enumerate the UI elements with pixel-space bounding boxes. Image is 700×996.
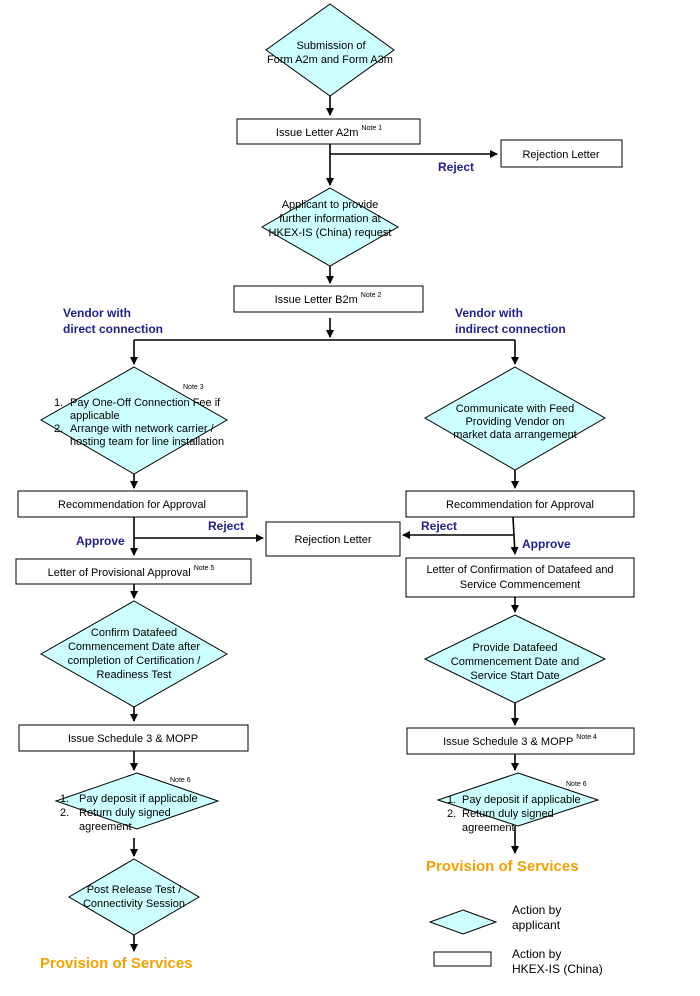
communicate-line-1: Communicate with Feed bbox=[456, 403, 575, 415]
legend-hkex-line-2: HKEX-IS (China) bbox=[512, 962, 603, 976]
deposit-left-item-2-num: 2. bbox=[60, 807, 69, 819]
legend-box-swatch bbox=[433, 951, 492, 967]
connectors bbox=[130, 96, 519, 952]
schedule-left-label: Issue Schedule 3 & MOPP bbox=[68, 733, 198, 745]
schedule-right-label: Issue Schedule 3 & MOPP bbox=[443, 736, 573, 748]
reject-right-label: Reject bbox=[421, 519, 457, 533]
confirmation-line-1: Letter of Confirmation of Datafeed and bbox=[426, 564, 613, 576]
communicate-diamond: Communicate with Feed Providing Vendor o… bbox=[423, 366, 607, 471]
direct-item-2-text: Arrange with network carrier / bbox=[70, 423, 215, 435]
deposit-left-item-2-text: Return duly signed bbox=[79, 807, 171, 819]
deposit-right-item-1-num: 1. bbox=[447, 794, 456, 806]
approve-left-label: Approve bbox=[76, 534, 125, 548]
recommendation-left-label: Recommendation for Approval bbox=[58, 499, 206, 511]
reject-left-label: Reject bbox=[208, 519, 244, 533]
deposit-left-diamond: Note 6 1. Pay deposit if applicable 2. R… bbox=[54, 772, 220, 833]
submission-line-2: Form A2m and Form A3m bbox=[267, 54, 393, 66]
note-1-ref: Note 1 bbox=[361, 125, 382, 132]
further-info-diamond: Applicant to provide further information… bbox=[260, 187, 400, 267]
vendor-indirect-line-1: Vendor with bbox=[455, 306, 523, 320]
provide-datafeed-line-3: Service Start Date bbox=[470, 670, 559, 682]
confirm-datafeed-line-1: Confirm Datafeed bbox=[91, 627, 177, 639]
legend-applicant-line-1: Action by bbox=[512, 903, 561, 917]
communicate-line-3: market data arrangement bbox=[453, 429, 577, 441]
direct-item-2-num: 2. bbox=[54, 423, 63, 435]
deposit-left-item-2-cont: agreement bbox=[79, 821, 132, 833]
provide-datafeed-line-2: Commencement Date and bbox=[451, 656, 579, 668]
rejection-letter-mid-box: Rejection Letter bbox=[265, 521, 401, 557]
deposit-left-item-1-num: 1. bbox=[60, 793, 69, 805]
direct-item-1-cont: applicable bbox=[70, 410, 120, 422]
submission-diamond: Submission of Form A2m and Form A3m bbox=[265, 3, 395, 97]
submission-line-1: Submission of bbox=[296, 40, 366, 52]
legend-hkex-line-1: Action by bbox=[512, 947, 561, 961]
confirmation-letter-box: Letter of Confirmation of Datafeed and S… bbox=[405, 557, 635, 598]
rejection-mid-label: Rejection Letter bbox=[294, 534, 371, 546]
further-info-line-1: Applicant to provide bbox=[282, 199, 379, 211]
legend: Action by applicant Action by HKEX-IS (C… bbox=[428, 903, 603, 976]
recommendation-right-label: Recommendation for Approval bbox=[446, 499, 594, 511]
note-4-ref: Note 4 bbox=[576, 734, 597, 741]
vendor-direct-line-2: direct connection bbox=[63, 322, 163, 336]
confirm-datafeed-line-4: Readiness Test bbox=[96, 669, 171, 681]
further-info-line-3: HKEX-IS (China) request bbox=[269, 227, 392, 239]
recommendation-right-box: Recommendation for Approval bbox=[405, 490, 635, 518]
direct-item-2-cont: hosting team for line installation bbox=[70, 436, 224, 448]
legend-diamond-swatch bbox=[428, 909, 498, 935]
note-2-ref: Note 2 bbox=[361, 292, 382, 299]
reject-top-label: Reject bbox=[438, 160, 474, 174]
note-3-ref: Note 3 bbox=[183, 384, 204, 391]
vendor-direct-line-1: Vendor with bbox=[63, 306, 131, 320]
schedule-left-box: Issue Schedule 3 & MOPP bbox=[18, 724, 249, 752]
post-release-line-1: Post Release Test / bbox=[87, 884, 183, 896]
confirm-datafeed-diamond: Confirm Datafeed Commencement Date after… bbox=[39, 600, 229, 708]
legend-applicant: Action by applicant bbox=[428, 903, 561, 935]
further-info-line-2: further information at bbox=[279, 213, 381, 225]
post-release-diamond: Post Release Test / Connectivity Session bbox=[68, 858, 200, 936]
note-6-right-ref: Note 6 bbox=[566, 781, 587, 788]
communicate-line-2: Providing Vendor on bbox=[465, 416, 564, 428]
rejection-top-label: Rejection Letter bbox=[522, 149, 599, 161]
deposit-left-item-1-text: Pay deposit if applicable bbox=[79, 793, 198, 805]
approve-right-label: Approve bbox=[522, 537, 571, 551]
deposit-right-item-2-text: Return duly signed bbox=[462, 808, 554, 820]
post-release-line-2: Connectivity Session bbox=[83, 898, 185, 910]
rejection-letter-top-box: Rejection Letter bbox=[500, 139, 623, 168]
arrow-recommend-to-confirmation bbox=[510, 516, 519, 555]
letter-b2m-label: Issue Letter B2m bbox=[275, 294, 358, 306]
legend-applicant-line-2: applicant bbox=[512, 918, 561, 932]
vendor-indirect-line-2: indirect connection bbox=[455, 322, 566, 336]
provisional-label: Letter of Provisional Approval bbox=[48, 567, 191, 579]
letter-a2m-label: Issue Letter A2m bbox=[276, 127, 359, 139]
provide-datafeed-diamond: Provide Datafeed Commencement Date and S… bbox=[423, 614, 607, 704]
deposit-right-diamond: Note 6 1. Pay deposit if applicable 2. R… bbox=[436, 772, 600, 834]
deposit-right-item-1-text: Pay deposit if applicable bbox=[462, 794, 581, 806]
note-5-ref: Note 5 bbox=[194, 565, 215, 572]
provision-left-label: Provision of Services bbox=[40, 955, 193, 972]
legend-hkex: Action by HKEX-IS (China) bbox=[433, 947, 603, 976]
deposit-right-item-2-cont: agreement bbox=[462, 822, 515, 834]
provision-right-label: Provision of Services bbox=[426, 858, 579, 875]
direct-item-1-num: 1. bbox=[54, 397, 63, 409]
deposit-right-item-2-num: 2. bbox=[447, 808, 456, 820]
confirmation-line-2: Service Commencement bbox=[460, 579, 580, 591]
direct-payment-diamond: Note 3 1. Pay One-Off Connection Fee if … bbox=[39, 366, 229, 475]
confirm-datafeed-line-3: completion of Certification / bbox=[68, 655, 202, 667]
note-6-left-ref: Note 6 bbox=[170, 777, 191, 784]
recommendation-left-box: Recommendation for Approval bbox=[17, 490, 248, 518]
confirm-datafeed-line-2: Commencement Date after bbox=[68, 641, 200, 653]
provide-datafeed-line-1: Provide Datafeed bbox=[473, 642, 558, 654]
direct-item-1-text: Pay One-Off Connection Fee if bbox=[70, 397, 221, 409]
